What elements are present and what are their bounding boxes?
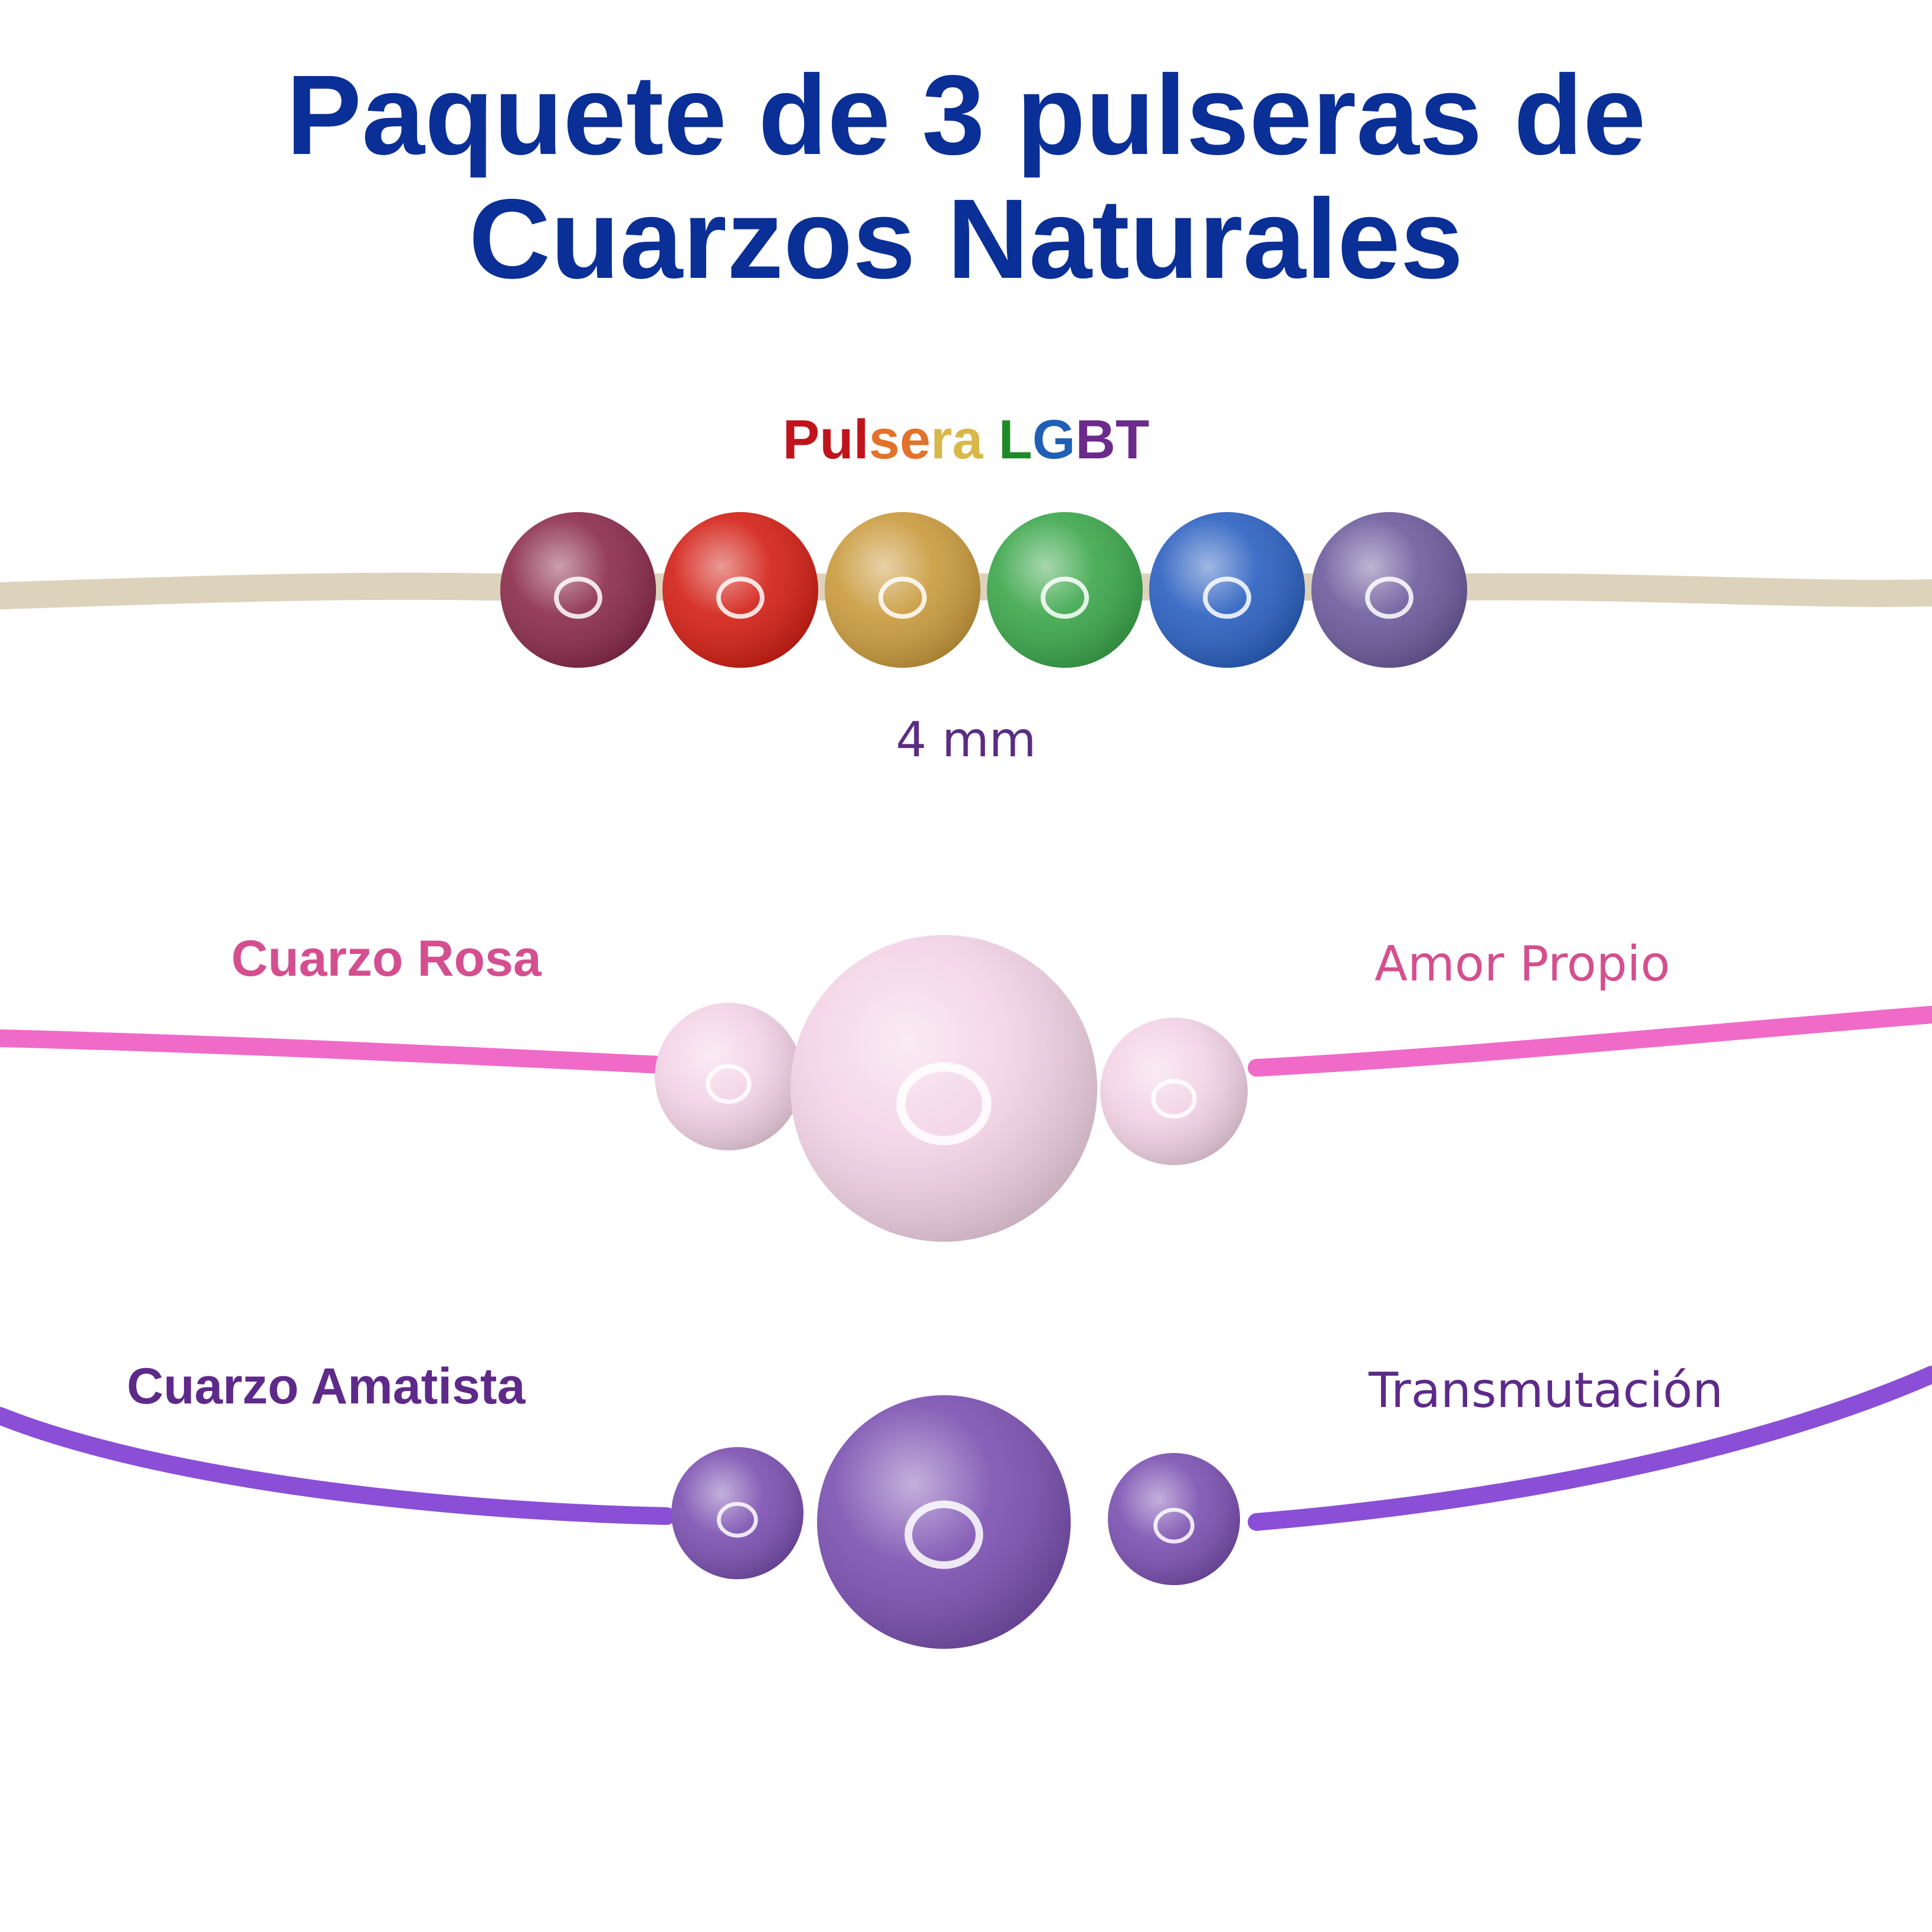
amatista-main-bead-shine — [817, 1395, 1071, 1649]
lgbt-bead-1-highlight — [554, 576, 602, 619]
lgbt-bead-4-highlight — [1041, 576, 1089, 619]
rosa-main-bead-highlight — [896, 1062, 992, 1146]
lgbt-bead-3-shine — [825, 512, 980, 668]
rosa-cord-right — [1248, 1006, 1932, 1077]
lgbt-label-part: G — [1032, 408, 1075, 470]
amatista-cord-left — [0, 1407, 675, 1525]
lgbt-bead-2-highlight — [716, 576, 765, 619]
lgbt-label-part: se — [868, 408, 931, 470]
lgbt-bead-4-shine — [987, 512, 1143, 668]
lgbt-bracelet-label: Pulsera LGBT — [0, 407, 1932, 472]
lgbt-label-part: ra — [930, 408, 999, 470]
amatista-small-bead-right-highlight — [1153, 1507, 1195, 1544]
amatista-cord-right — [1248, 1366, 1932, 1531]
lgbt-label-part: BT — [1075, 408, 1150, 470]
rosa-cord-left — [0, 1029, 670, 1074]
rosa-small-bead-right-highlight — [1151, 1078, 1197, 1119]
lgbt-bead-1-shine — [500, 512, 656, 668]
rosa-meaning-label: Amor Propio — [1375, 936, 1671, 992]
amatista-main-bead-highlight — [904, 1500, 983, 1569]
lgbt-bead-2-shine — [662, 512, 818, 668]
amatista-small-bead-right-shine — [1108, 1453, 1240, 1585]
title-line-2: Cuarzos Naturales — [468, 175, 1464, 302]
lgbt-label-part: L — [998, 408, 1032, 470]
lgbt-bead-6-shine — [1311, 512, 1467, 668]
lgbt-bead-5-shine — [1149, 512, 1305, 668]
amatista-meaning-label: Transmutación — [1369, 1363, 1723, 1419]
rosa-small-bead-left-highlight — [706, 1064, 752, 1104]
rosa-bracelet — [0, 935, 1932, 1242]
lgbt-beads — [500, 512, 1467, 668]
rosa-small-bead-left-shine — [655, 1003, 802, 1150]
lgbt-bead-3-highlight — [878, 576, 927, 619]
page-title: Paquete de 3 pulseras de Cuarzos Natural… — [0, 53, 1932, 301]
lgbt-bead-6-highlight — [1365, 576, 1413, 619]
title-line-1: Paquete de 3 pulseras de — [286, 51, 1646, 178]
amatista-bracelet — [0, 1366, 1932, 1649]
amatista-name-label: Cuarzo Amatista — [127, 1358, 526, 1415]
lgbt-bracelet — [0, 512, 1932, 668]
amatista-small-bead-left-highlight — [717, 1501, 758, 1538]
rosa-small-bead-right-shine — [1100, 1018, 1248, 1165]
rosa-main-bead-shine — [790, 935, 1097, 1242]
rosa-name-label: Cuarzo Rosa — [231, 930, 542, 987]
lgbt-bead-5-highlight — [1203, 576, 1251, 619]
bead-size-label: 4 mm — [896, 712, 1036, 768]
amatista-small-bead-left-shine — [671, 1447, 803, 1579]
lgbt-label-part: Pul — [782, 408, 869, 470]
